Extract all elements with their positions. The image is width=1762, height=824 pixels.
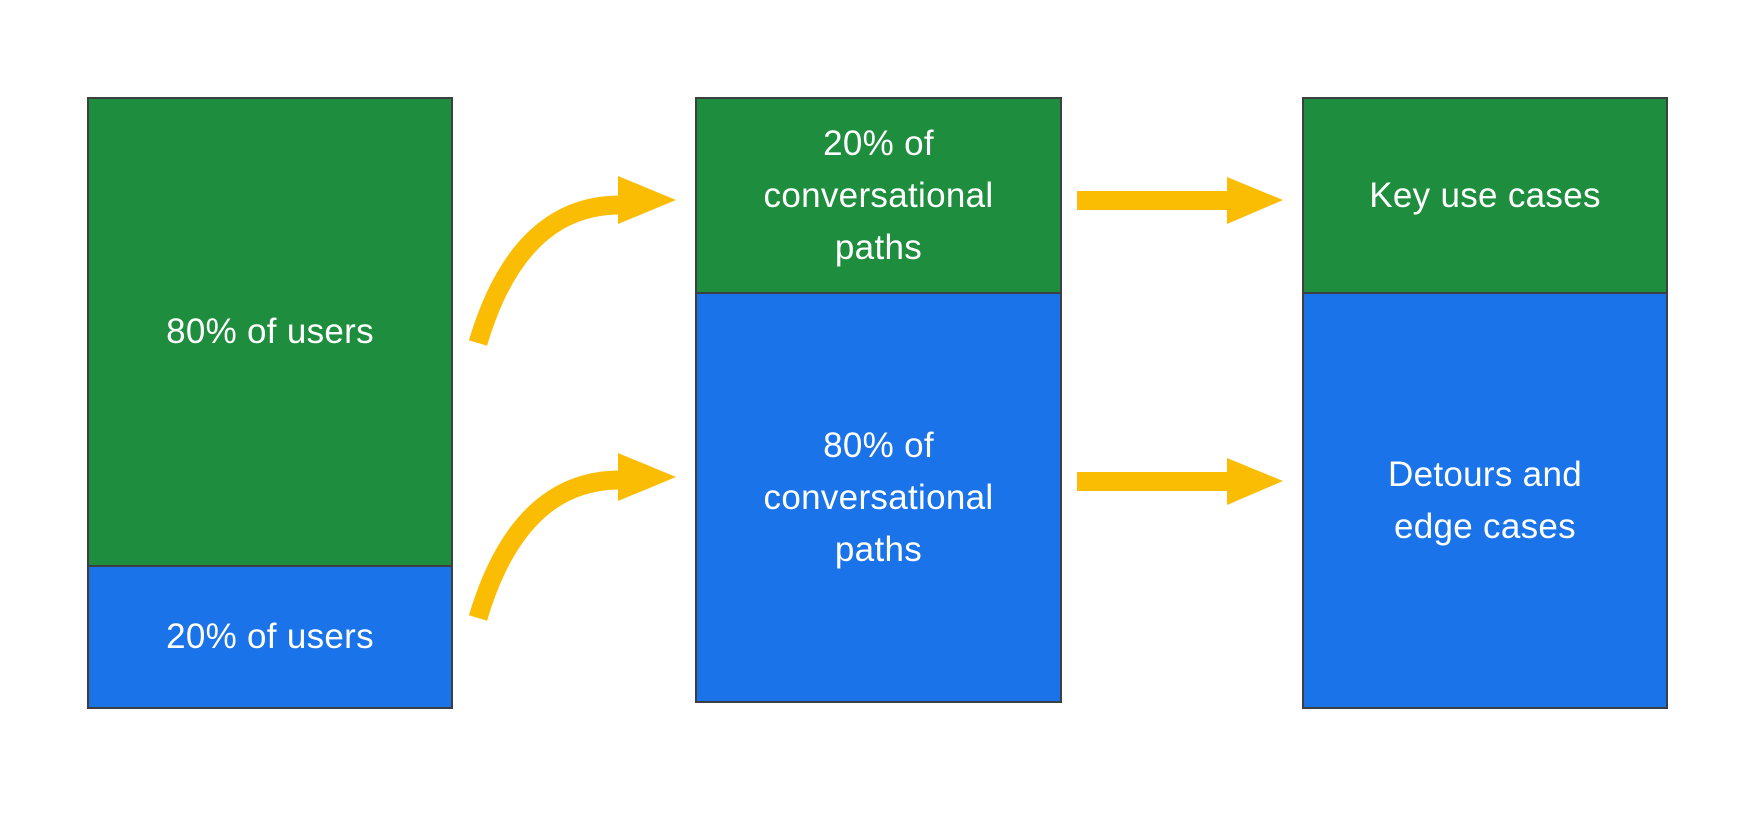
arrow-shaft bbox=[1077, 472, 1228, 491]
arrow-shaft bbox=[1077, 191, 1228, 210]
straight-arrow-top bbox=[1077, 177, 1283, 224]
bar-outcomes: Key use cases Detours and edge cases bbox=[1302, 97, 1668, 709]
arrow-head-icon bbox=[1227, 458, 1283, 505]
arrow-head-icon bbox=[618, 453, 676, 501]
segment-users-minority: 20% of users bbox=[89, 565, 451, 707]
segment-paths-longtail-label: 80% of conversational paths bbox=[763, 425, 994, 569]
segment-outcomes-key-use-cases: Key use cases bbox=[1304, 99, 1666, 292]
segment-users-majority-label: 80% of users bbox=[166, 312, 374, 351]
bar-conversational-paths: 20% of conversational paths 80% of conve… bbox=[695, 97, 1062, 703]
arrow-head-icon bbox=[1227, 177, 1283, 224]
segment-outcomes-key-use-cases-label: Key use cases bbox=[1369, 175, 1601, 215]
segment-paths-key-label: 20% of conversational paths bbox=[763, 123, 994, 267]
arrow-shaft bbox=[468, 470, 621, 621]
segment-paths-key: 20% of conversational paths bbox=[697, 99, 1060, 292]
segment-outcomes-detours: Detours and edge cases bbox=[1304, 292, 1666, 707]
straight-arrow-bottom bbox=[1077, 458, 1283, 505]
arrow-head-icon bbox=[618, 176, 676, 224]
curved-arrow-top bbox=[468, 176, 676, 346]
segment-outcomes-detours-label: Detours and edge cases bbox=[1388, 454, 1582, 546]
arrow-shaft bbox=[468, 195, 621, 346]
segment-paths-longtail: 80% of conversational paths bbox=[697, 292, 1060, 701]
segment-users-majority: 80% of users bbox=[89, 99, 451, 565]
curved-arrow-bottom bbox=[468, 453, 676, 621]
bar-users: 80% of users 20% of users bbox=[87, 97, 453, 709]
segment-users-minority-label: 20% of users bbox=[166, 617, 374, 656]
